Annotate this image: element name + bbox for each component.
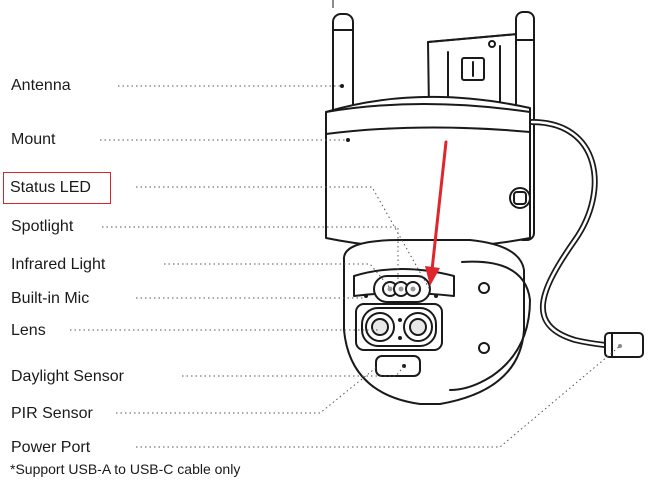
status-led-arrow [425,140,448,286]
label-infrared-light: Infrared Light [11,256,106,273]
label-status-led: Status LED [10,179,91,196]
front-panel [364,275,438,303]
label-pir-sensor: PIR Sensor [11,405,93,422]
label-mount: Mount [11,131,56,148]
dual-lens [355,303,443,351]
upper-housing [325,95,531,249]
leader-lines [70,85,621,448]
label-builtin-mic: Built-in Mic [11,290,90,307]
power-cable [529,119,644,358]
label-lens: Lens [11,322,46,339]
label-spotlight: Spotlight [11,218,74,235]
status-led-highlight [3,172,111,204]
leader-dots [340,84,350,142]
footnote: *Support USB-A to USB-C cable only [10,461,241,477]
pir-window [375,355,421,377]
label-power-port: Power Port [11,439,91,456]
antenna-left [332,13,354,121]
label-antenna: Antenna [11,77,71,94]
label-daylight-sensor: Daylight Sensor [11,368,124,385]
